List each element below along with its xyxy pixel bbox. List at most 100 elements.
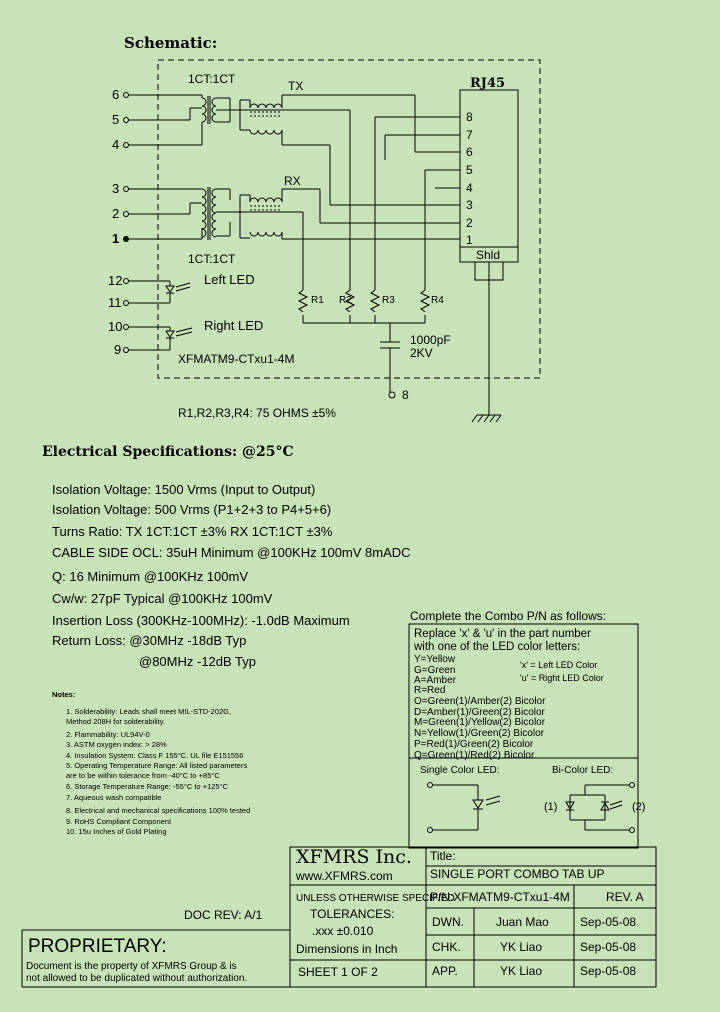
resistor-r1: R1 bbox=[311, 295, 324, 306]
color-code: R=Red bbox=[414, 685, 446, 696]
color-code: P=Red(1)/Green(2) Bicolor bbox=[414, 739, 534, 750]
capacitor-value: 1000pF bbox=[410, 333, 451, 347]
pin-label-1: 1 bbox=[112, 231, 120, 246]
note-item: 2. Flammability: UL94V-0 bbox=[66, 730, 150, 739]
note-item: 4. Insulation System: Class F 155°C. UL … bbox=[66, 751, 244, 760]
combo-box bbox=[408, 623, 639, 849]
rj45-wiring bbox=[240, 94, 460, 290]
resistor-r3: R3 bbox=[382, 295, 395, 306]
color-code: O=Green(1)/Amber(2) Bicolor bbox=[414, 696, 546, 707]
rj45-pin-3: 3 bbox=[466, 198, 473, 212]
checked-date: Sep-05-08 bbox=[580, 940, 637, 954]
right-led-circuit bbox=[128, 326, 193, 351]
note-item: 8. Electrical and mechanical specificati… bbox=[66, 806, 251, 815]
unless-specified: UNLESS OTHERWISE SPECIFIED bbox=[296, 893, 455, 904]
checked-name: YK Liao bbox=[500, 940, 543, 954]
rj45-pin-2: 2 bbox=[466, 216, 473, 230]
combo-intro-1: Replace 'x' & 'u' in the part number bbox=[414, 628, 591, 640]
approved-name: YK Liao bbox=[500, 964, 543, 978]
sheet-number: SHEET 1 OF 2 bbox=[298, 965, 378, 979]
note-item: 3. ASTM oxygen index: > 28% bbox=[66, 740, 167, 749]
note-item: are to be within tolerance from -40°C to… bbox=[66, 771, 220, 780]
pin-label-10: 10 bbox=[108, 319, 123, 334]
single-led-label: Single Color LED: bbox=[420, 765, 500, 776]
shield-label: Shld bbox=[476, 248, 501, 262]
pin-label-9: 9 bbox=[114, 342, 122, 357]
dimensions-note: Dimensions in Inch bbox=[296, 942, 398, 956]
resistor-r4: R4 bbox=[431, 295, 444, 306]
pin-label-5: 5 bbox=[112, 112, 120, 127]
note-item: 1. Solderability: Leads shall meet MIL-S… bbox=[66, 707, 232, 716]
pin-label-4: 4 bbox=[112, 137, 120, 152]
capacitor-voltage: 2KV bbox=[410, 346, 433, 360]
x-note: 'x' = Left LED Color bbox=[520, 660, 598, 670]
rx-transformer bbox=[201, 187, 283, 240]
color-code: Y=Yellow bbox=[414, 654, 456, 665]
ground-symbol-icon bbox=[471, 414, 502, 423]
electrical-title: Electrical Specifications: @25°C bbox=[42, 444, 294, 460]
rj45-pin-1: 1 bbox=[466, 233, 473, 247]
rj45-pin-4: 4 bbox=[466, 181, 473, 195]
spec-line: CABLE SIDE OCL: 35uH Minimum @100KHz 100… bbox=[52, 545, 411, 560]
color-code: D=Amber(1)/Green(2) Bicolor bbox=[414, 707, 545, 718]
drawn-name: Juan Mao bbox=[496, 915, 549, 929]
tx-label: TX bbox=[288, 79, 304, 93]
spec-line: Cw/w: 27pF Typical @100KHz 100mV bbox=[52, 591, 273, 606]
bicolor-1-label: (1) bbox=[544, 801, 558, 813]
color-code: M=Green(1)/Yellow(2) Bicolor bbox=[414, 717, 546, 728]
pin-label-6: 6 bbox=[112, 87, 120, 102]
tolerances-label: TOLERANCES: bbox=[310, 907, 395, 921]
note-item: 5. Operating Temperature Range: All list… bbox=[66, 761, 248, 770]
color-code: G=Green bbox=[414, 665, 456, 676]
revision: REV. A bbox=[606, 890, 644, 904]
color-code: A=Amber bbox=[414, 675, 456, 686]
combo-intro-2: with one of the LED color letters: bbox=[414, 641, 581, 653]
drawn-date: Sep-05-08 bbox=[580, 915, 637, 929]
combo-heading: Complete the Combo P/N as follows: bbox=[410, 609, 607, 623]
left-pin-leads bbox=[128, 94, 203, 240]
company-website: www.XFMRS.com bbox=[296, 869, 393, 883]
resistor-network bbox=[297, 289, 431, 395]
resistor-note: R1,R2,R3,R4: 75 OHMS ±5% bbox=[178, 406, 336, 420]
spec-line: @80MHz -12dB Typ bbox=[139, 654, 257, 669]
part-number-label: XFMATM9-CTxu1-4M bbox=[178, 352, 295, 366]
title-block-grid bbox=[21, 846, 657, 988]
drawn-label: DWN. bbox=[432, 915, 464, 929]
rj45-title: RJ45 bbox=[470, 76, 506, 91]
proprietary-heading: PROPRIETARY: bbox=[28, 936, 167, 957]
ct-ratio-bottom: 1CT:1CT bbox=[188, 252, 236, 266]
drawing-title: SINGLE PORT COMBO TAB UP bbox=[430, 867, 605, 881]
spec-line: Q: 16 Minimum @100KHz 100mV bbox=[52, 569, 248, 584]
left-led-circuit bbox=[128, 280, 191, 304]
spec-line: Isolation Voltage: 1500 Vrms (Input to O… bbox=[52, 482, 316, 497]
title-label: Title: bbox=[430, 849, 456, 863]
left-led-label: Left LED bbox=[204, 272, 255, 287]
spec-line: Insertion Loss (300KHz-100MHz): -1.0dB M… bbox=[52, 613, 350, 628]
schematic-title: Schematic: bbox=[124, 34, 218, 52]
notes-title: Notes: bbox=[52, 690, 76, 699]
bicolor-led-symbol-icon bbox=[565, 782, 635, 833]
right-led-label: Right LED bbox=[204, 318, 264, 333]
spec-line: Turns Ratio: TX 1CT:1CT ±3% RX 1CT:1CT ±… bbox=[52, 524, 333, 539]
proprietary-text-2: not allowed to be duplicated without aut… bbox=[26, 973, 248, 984]
note-item: 7. Aqueous wash compatible bbox=[66, 793, 162, 802]
spec-line: Isolation Voltage: 500 Vrms (P1+2+3 to P… bbox=[52, 502, 332, 517]
pin-terminals bbox=[123, 92, 129, 353]
checked-label: CHK. bbox=[432, 940, 461, 954]
pin-label-12: 12 bbox=[108, 273, 123, 288]
bicolor-2-label: (2) bbox=[632, 801, 646, 813]
rj45-pin-7: 7 bbox=[466, 128, 473, 142]
tx-transformer bbox=[201, 95, 283, 145]
note-item: 6. Storage Temperature Range: -55°C to +… bbox=[66, 782, 228, 791]
bicolor-led-label: Bi-Color LED: bbox=[552, 765, 614, 776]
doc-revision: DOC REV: A/1 bbox=[184, 908, 263, 922]
ct-ratio-top: 1CT:1CT bbox=[188, 72, 236, 86]
resistor-r2: R2 bbox=[339, 295, 352, 306]
approved-date: Sep-05-08 bbox=[580, 964, 637, 978]
note-item: Method 208H for solderability. bbox=[66, 717, 166, 726]
note-item: 10. 15u Inches of Gold Plating bbox=[66, 827, 167, 836]
approved-label: APP. bbox=[432, 964, 458, 978]
rj45-pin-6: 6 bbox=[466, 145, 473, 159]
rj45-pin-5: 5 bbox=[466, 163, 473, 177]
